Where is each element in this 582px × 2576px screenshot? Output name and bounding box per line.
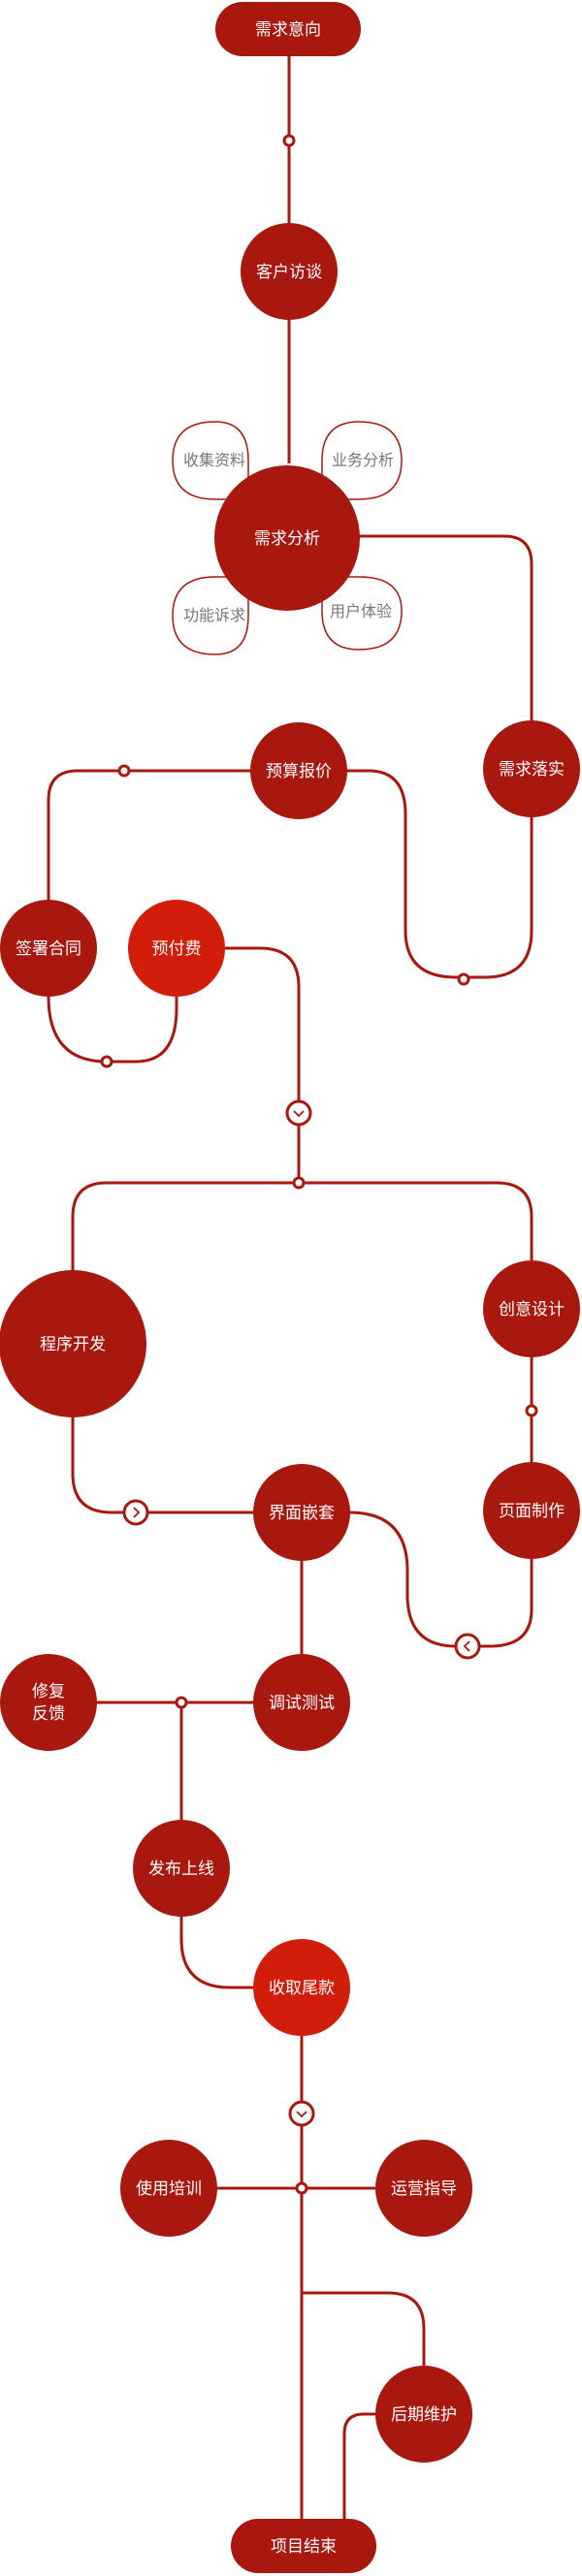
node-label-page: 页面制作 (499, 1502, 565, 1521)
node-label-training: 使用培训 (136, 2178, 202, 2199)
node-final-pay: 收取尾款 (253, 1939, 350, 2036)
line-implement-to-loop (344, 769, 534, 979)
junction-dot (117, 764, 131, 778)
node-label-fix: 修复反馈 (32, 1682, 65, 1724)
line-split-to-creative (299, 1181, 534, 1260)
node-dev: 程序开发 (0, 1270, 146, 1417)
chevron-right-icon (122, 1499, 149, 1526)
junction-dots (100, 134, 538, 2195)
petal-label-function: 功能诉求 (183, 606, 245, 624)
node-start: 需求意向 (215, 2, 361, 56)
line-prepay-to-split (225, 946, 301, 1183)
line-release-to-final (179, 1915, 254, 1989)
line-analysis-to-implement (357, 534, 534, 722)
node-guide: 运营指导 (375, 2140, 472, 2237)
junction-dot (525, 1404, 538, 1417)
node-interview: 客户访谈 (241, 223, 338, 320)
node-label-interview: 客户访谈 (256, 263, 322, 282)
petal-label-experience: 用户体验 (330, 602, 392, 620)
junction-dot (457, 972, 470, 986)
node-page: 页面制作 (483, 1462, 580, 1559)
node-quote: 预算报价 (250, 722, 347, 819)
arrow-markers (122, 1099, 481, 2127)
node-label-analysis: 需求分析 (254, 529, 320, 549)
node-label-creative: 创意设计 (499, 1300, 565, 1320)
petal-label-business: 业务分析 (332, 451, 394, 469)
node-label-debug: 调试测试 (269, 1694, 335, 1713)
node-label-maintain: 后期维护 (391, 2405, 457, 2425)
junction-dot (292, 1176, 306, 1190)
line-maintain-to-end (342, 2412, 378, 2521)
petal-experience (321, 576, 403, 651)
line-quote-to-contract (47, 769, 254, 902)
node-maintain: 后期维护 (375, 2366, 472, 2463)
node-label-final-pay: 收取尾款 (269, 1979, 335, 1998)
junction-dot (282, 134, 296, 147)
node-label-guide: 运营指导 (391, 2179, 457, 2199)
node-end: 项目结束 (231, 2519, 376, 2573)
node-label-prepay: 预付费 (152, 939, 202, 959)
node-release: 发布上线 (133, 1820, 230, 1917)
node-contract: 签署合同 (0, 900, 97, 997)
line-dev-to-embed (71, 1417, 254, 1514)
line-contract-to-prepay (47, 996, 178, 1064)
petal-function (172, 576, 249, 655)
petal-label-collect: 收集资料 (183, 451, 245, 469)
chevron-down-icon (288, 2100, 315, 2127)
node-label-end: 项目结束 (271, 2537, 337, 2557)
node-label-quote: 预算报价 (266, 762, 332, 781)
node-prepay: 预付费 (128, 900, 225, 997)
node-label-implement: 需求落实 (499, 760, 565, 779)
node-debug: 调试测试 (253, 1654, 350, 1751)
node-label-dev: 程序开发 (40, 1335, 106, 1354)
node-training: 使用培训 (120, 2140, 217, 2237)
junction-dot (295, 2181, 308, 2195)
chevron-left-icon (454, 1633, 481, 1660)
node-embed: 界面嵌套 (253, 1464, 350, 1561)
node-label-release: 发布上线 (148, 1860, 214, 1879)
node-creative: 创意设计 (483, 1260, 580, 1357)
junction-dot (175, 1696, 188, 1709)
junction-dot (100, 1055, 113, 1068)
petal-business (321, 421, 403, 500)
petal-labels: 收集资料 业务分析 功能诉求 用户体验 (183, 451, 394, 624)
node-implement: 需求落实 (483, 720, 580, 817)
line-page-to-embed (347, 1511, 534, 1648)
line-split-to-dev (71, 1181, 299, 1270)
node-label-embed: 界面嵌套 (269, 1504, 335, 1523)
analysis-petals (172, 421, 403, 655)
petal-collect (172, 421, 249, 500)
node-fix: 修复反馈 (0, 1654, 97, 1751)
node-label-contract: 签署合同 (16, 939, 81, 959)
line-branch-to-maintain (302, 2291, 426, 2366)
chevron-down-icon (285, 1099, 312, 1127)
node-label-start: 需求意向 (255, 20, 321, 40)
node-analysis: 需求分析 (214, 465, 360, 611)
